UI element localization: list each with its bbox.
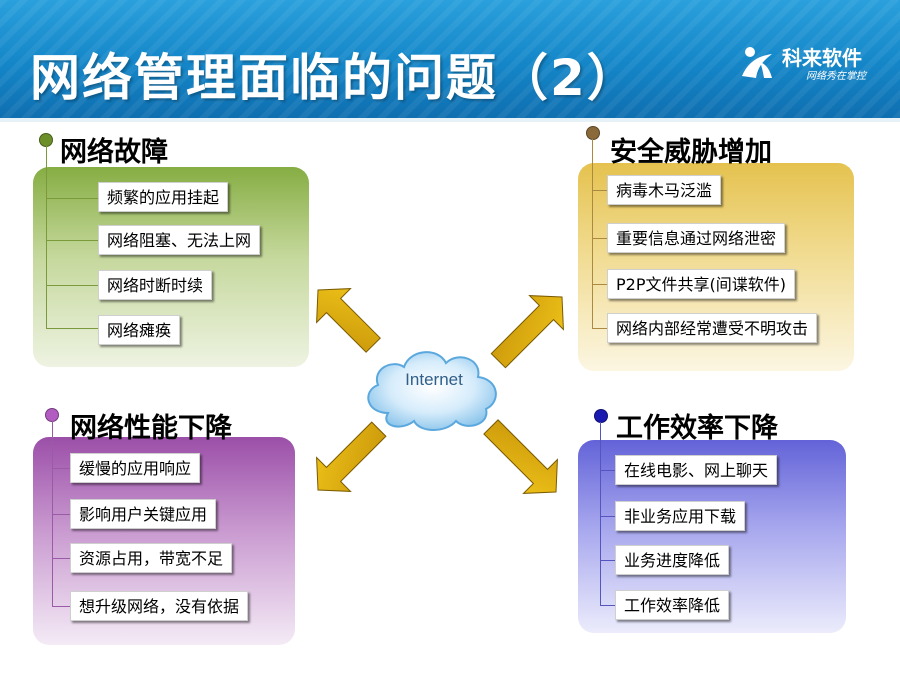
connector-line xyxy=(600,605,615,606)
company-logo: 科来软件 网络秀在掌控 xyxy=(738,40,888,90)
connector-line xyxy=(46,328,98,329)
list-item: 非业务应用下载 xyxy=(615,501,746,531)
list-item: 频繁的应用挂起 xyxy=(98,182,229,212)
list-item: 网络内部经常遭受不明攻击 xyxy=(607,313,818,343)
connector-line xyxy=(592,190,607,191)
list-item: 病毒木马泛滥 xyxy=(607,175,722,205)
list-item: 网络瘫痪 xyxy=(98,315,181,345)
page-title: 网络管理面临的问题（2） xyxy=(30,49,639,107)
connector-line xyxy=(46,285,98,286)
list-item: 业务进度降低 xyxy=(615,545,730,575)
list-item: P2P文件共享(间谍软件) xyxy=(607,269,795,299)
list-item: 在线电影、网上聊天 xyxy=(615,455,778,485)
list-item: 工作效率降低 xyxy=(615,590,730,620)
bullet-dot-icon xyxy=(594,409,608,423)
list-item: 网络阻塞、无法上网 xyxy=(98,225,261,255)
heading-security: 安全威胁增加 xyxy=(610,137,772,168)
list-item: 网络时断时续 xyxy=(98,270,213,300)
connector-line xyxy=(52,558,70,559)
connector-line xyxy=(592,139,593,329)
internet-cloud-icon: Internet xyxy=(367,351,497,431)
bullet-dot-icon xyxy=(586,126,600,140)
connector-line xyxy=(600,560,615,561)
connector-line xyxy=(592,238,607,239)
heading-network-fault: 网络故障 xyxy=(60,137,168,168)
connector-line xyxy=(52,606,70,607)
list-item: 想升级网络，没有依据 xyxy=(70,591,249,621)
logo-name: 科来软件 xyxy=(782,46,862,70)
connector-line xyxy=(600,516,615,517)
heading-efficiency: 工作效率下降 xyxy=(616,413,778,444)
connector-line xyxy=(600,422,601,606)
connector-line xyxy=(592,284,607,285)
logo-tagline: 网络秀在掌控 xyxy=(806,71,866,82)
list-item: 资源占用，带宽不足 xyxy=(70,543,233,573)
banner-divider xyxy=(0,118,900,122)
bullet-dot-icon xyxy=(45,408,59,422)
list-item: 缓慢的应用响应 xyxy=(70,453,201,483)
logo-mark-icon xyxy=(742,47,772,78)
list-item: 影响用户关键应用 xyxy=(70,499,217,529)
bullet-dot-icon xyxy=(39,133,53,147)
title-banner xyxy=(0,0,900,118)
list-item: 重要信息通过网络泄密 xyxy=(607,223,786,253)
connector-line xyxy=(52,514,70,515)
connector-line xyxy=(46,240,98,241)
connector-line xyxy=(592,328,607,329)
center-label: Internet xyxy=(405,370,463,389)
connector-line xyxy=(46,146,47,328)
connector-line xyxy=(52,468,70,469)
connector-line xyxy=(600,470,615,471)
connector-line xyxy=(46,198,98,199)
heading-performance: 网络性能下降 xyxy=(70,413,232,444)
